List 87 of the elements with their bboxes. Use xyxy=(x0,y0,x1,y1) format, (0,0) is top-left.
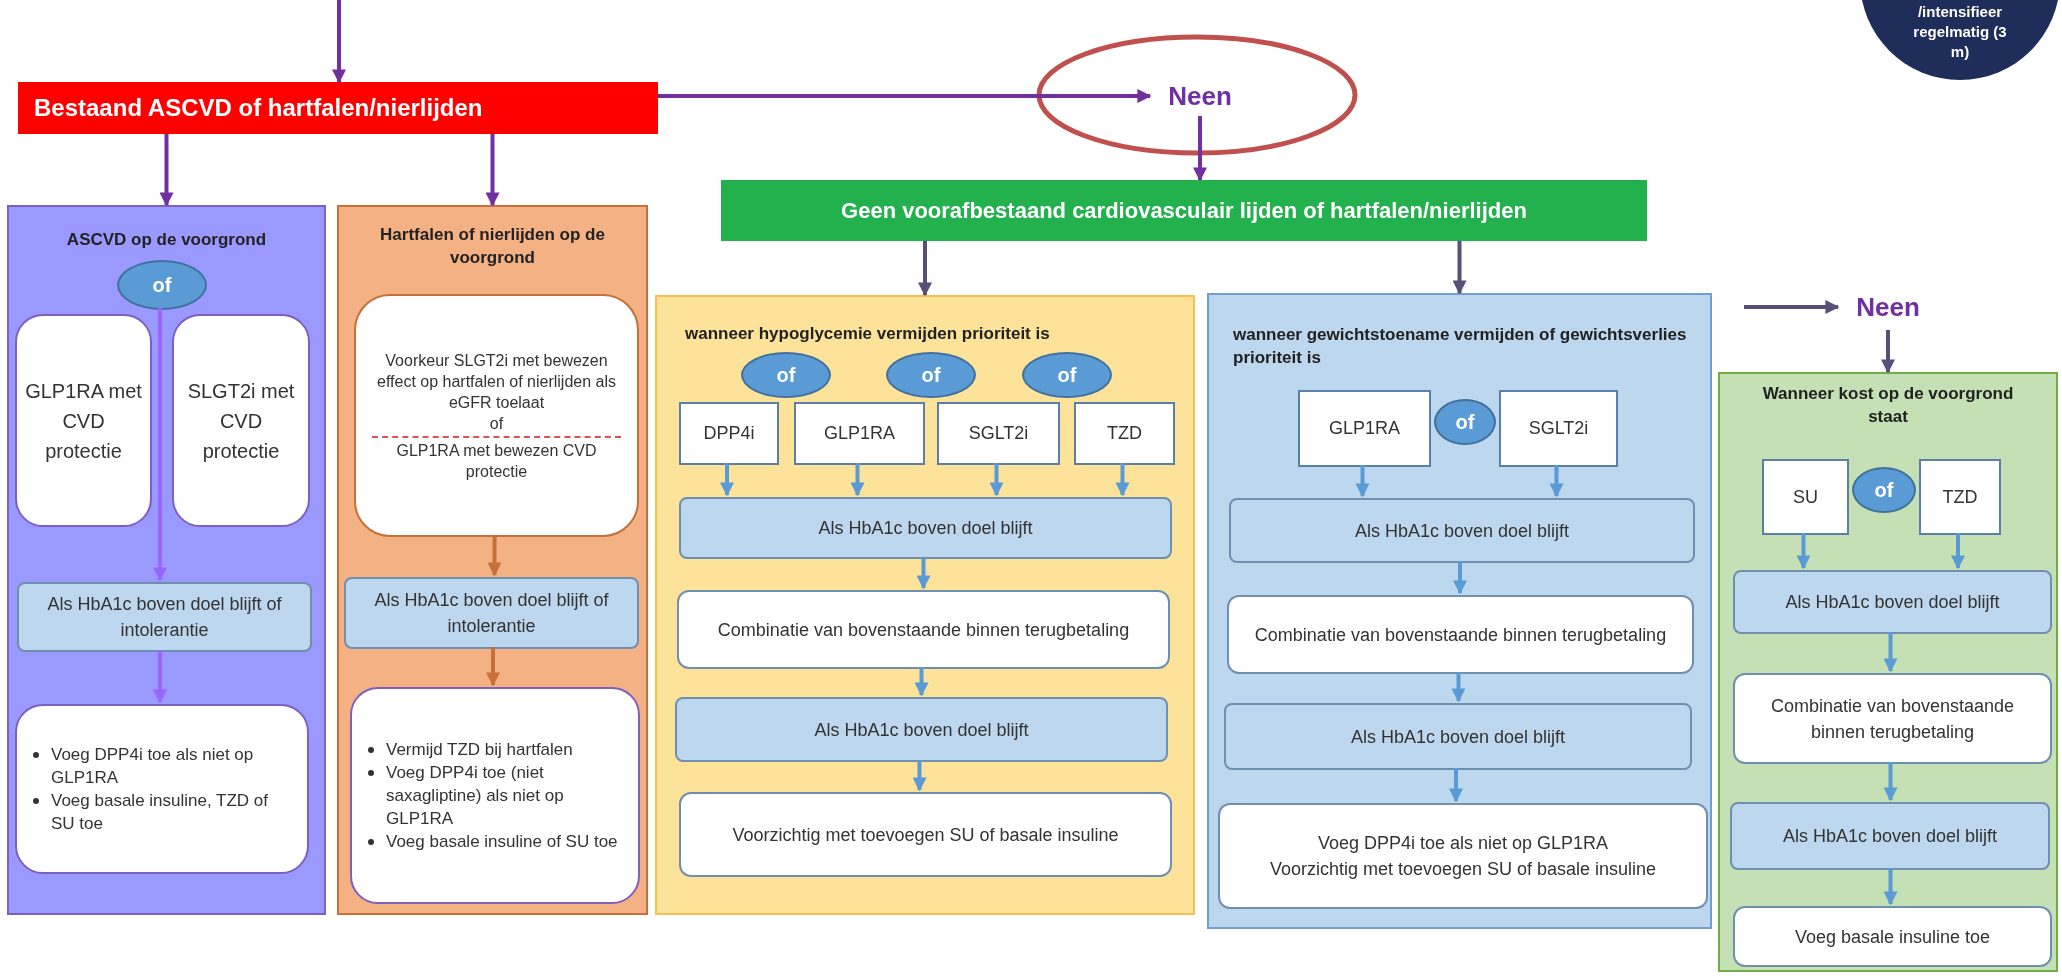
step-box: Combinatie van bovenstaande binnen terugbetaling xyxy=(677,590,1170,669)
step-box: Voeg basale insuline toe xyxy=(1733,906,2052,967)
step-box: Voorzichtig met toevoegen SU of basale insuline xyxy=(679,792,1172,877)
condition-box: Als HbA1c boven doel blijft xyxy=(1730,802,2050,870)
arrow xyxy=(486,647,500,687)
panel-title: wanneer hypoglycemie vermijden prioriteit is xyxy=(685,324,1050,343)
group-panel xyxy=(655,295,1195,915)
arrow xyxy=(1115,463,1130,497)
group-panel xyxy=(337,205,648,915)
badge-text: /intensifieer regelmatig (3 m) xyxy=(1912,2,2008,62)
or-ellipse: of xyxy=(741,352,831,398)
bullet-item: Voeg DPP4i toe als niet op GLP1RA xyxy=(51,744,255,789)
condition-box: Als HbA1c boven doel blijft of intolerantie xyxy=(17,582,312,652)
answer-text: Neen xyxy=(1838,284,1938,330)
step-box xyxy=(1218,803,1708,909)
box-text: Voorzichtig met toevoegen SU of basale insuline xyxy=(1269,858,1657,881)
panel-title: wanneer gewichtstoename vermijden of gewichtsverlies prioriteit is xyxy=(1233,325,1687,368)
arrow xyxy=(1449,768,1463,803)
condition-box: Als HbA1c boven doel blijft xyxy=(1224,703,1692,770)
condition-box: Geen voorafbestaand cardiovasculair lijden of hartfalen/nierlijden xyxy=(721,180,1647,241)
arrow xyxy=(916,557,931,590)
bullet-item: Voeg basale insuline, TZD of SU toe xyxy=(51,790,270,835)
option-box: SGLT2i xyxy=(937,402,1060,465)
arrow xyxy=(1452,241,1467,295)
or-ellipse: of xyxy=(1852,467,1916,513)
or-ellipse: of xyxy=(886,352,976,398)
arrow xyxy=(1193,116,1207,182)
arrow xyxy=(658,89,1152,103)
step-box: Combinatie van bovenstaande binnen terugbetaling xyxy=(1227,595,1694,674)
arrow xyxy=(720,463,734,497)
option-box: SU xyxy=(1762,459,1849,535)
arrow xyxy=(485,134,500,207)
box-text: GLP1RA met bewezen CVD protectie xyxy=(395,440,598,482)
arrow xyxy=(914,667,929,697)
option-box xyxy=(354,294,639,537)
arrow xyxy=(1883,868,1898,906)
arrow xyxy=(1355,465,1370,498)
option-box: SGLT2i xyxy=(1499,390,1618,467)
arrow xyxy=(1744,300,1840,314)
panel-title: ASCVD op de voorgrond xyxy=(66,230,267,249)
condition-box: Als HbA1c boven doel blijft xyxy=(679,497,1172,559)
arrow xyxy=(159,134,174,207)
option-box: DPP4i xyxy=(679,402,779,465)
panel-title: Wanneer kost op de voorgrond staat xyxy=(1762,384,2014,427)
bullet-item: Voeg DPP4i toe (niet saxagliptine) als niet op GLP1RA xyxy=(386,762,565,830)
step-box xyxy=(350,687,640,904)
or-ellipse: of xyxy=(1022,352,1112,398)
panel-title: Hartfalen of nierlijden op de voorgrond xyxy=(380,225,605,268)
option-box: TZD xyxy=(1919,459,2001,535)
or-ellipse: of xyxy=(1434,399,1496,445)
arrow xyxy=(1549,465,1564,498)
bullet-item: Voeg basale insuline of SU toe xyxy=(386,831,618,853)
arrow xyxy=(1796,533,1811,570)
arrow xyxy=(1883,632,1898,673)
arrow xyxy=(918,241,932,297)
arrow xyxy=(912,760,927,792)
arrow xyxy=(1881,330,1895,374)
group-panel xyxy=(1207,293,1712,929)
condition-box: Bestaand ASCVD of hartfalen/nierlijden xyxy=(18,82,658,134)
step-box xyxy=(15,704,309,874)
or-ellipse: of xyxy=(117,260,207,310)
arrow xyxy=(153,308,167,582)
group-panel xyxy=(7,205,326,915)
condition-box: Als HbA1c boven doel blijft xyxy=(1733,570,2052,634)
arrow xyxy=(1451,672,1466,703)
condition-box: Als HbA1c boven doel blijft xyxy=(675,697,1168,762)
option-box: SLGT2i met CVD protectie xyxy=(172,314,310,527)
option-box: GLP1RA xyxy=(1298,390,1431,467)
group-panel xyxy=(1718,372,2058,972)
condition-box: Als HbA1c boven doel blijft of intolerantie xyxy=(344,577,639,649)
box-text: of xyxy=(489,413,504,434)
option-box: GLP1RA met CVD protectie xyxy=(15,314,152,527)
answer-text: Neen xyxy=(1150,76,1250,116)
arrow xyxy=(1951,533,1965,570)
arrow xyxy=(1453,561,1467,595)
arrow xyxy=(487,535,502,577)
arrow xyxy=(332,0,346,84)
bullet-item: Vermijd TZD bij hartfalen xyxy=(386,739,573,761)
arrow xyxy=(850,463,865,497)
condition-box: Als HbA1c boven doel blijft xyxy=(1229,498,1695,563)
option-box: GLP1RA xyxy=(794,402,925,465)
step-box: Combinatie van bovenstaande binnen terugbetaling xyxy=(1733,673,2052,764)
arrow xyxy=(989,463,1004,497)
option-box: TZD xyxy=(1074,402,1175,465)
arrow xyxy=(1883,762,1898,802)
box-text: Voeg DPP4i toe als niet op GLP1RA xyxy=(1317,832,1609,855)
arrow xyxy=(153,650,167,704)
